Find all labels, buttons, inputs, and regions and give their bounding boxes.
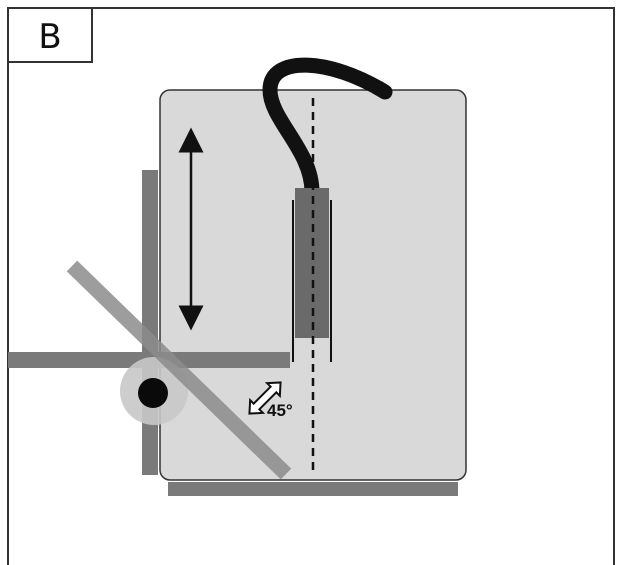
figure-frame [7,7,615,565]
base-plate [168,482,458,496]
outline-double-arrow-icon [248,381,282,415]
panel-label: B [38,17,61,57]
angle-label: 45° [267,401,293,420]
panel-label-box [7,7,93,63]
tilt-bar [66,260,292,480]
pivot-center [138,378,168,408]
vertical-post [142,170,158,475]
probe-cable [262,57,393,200]
